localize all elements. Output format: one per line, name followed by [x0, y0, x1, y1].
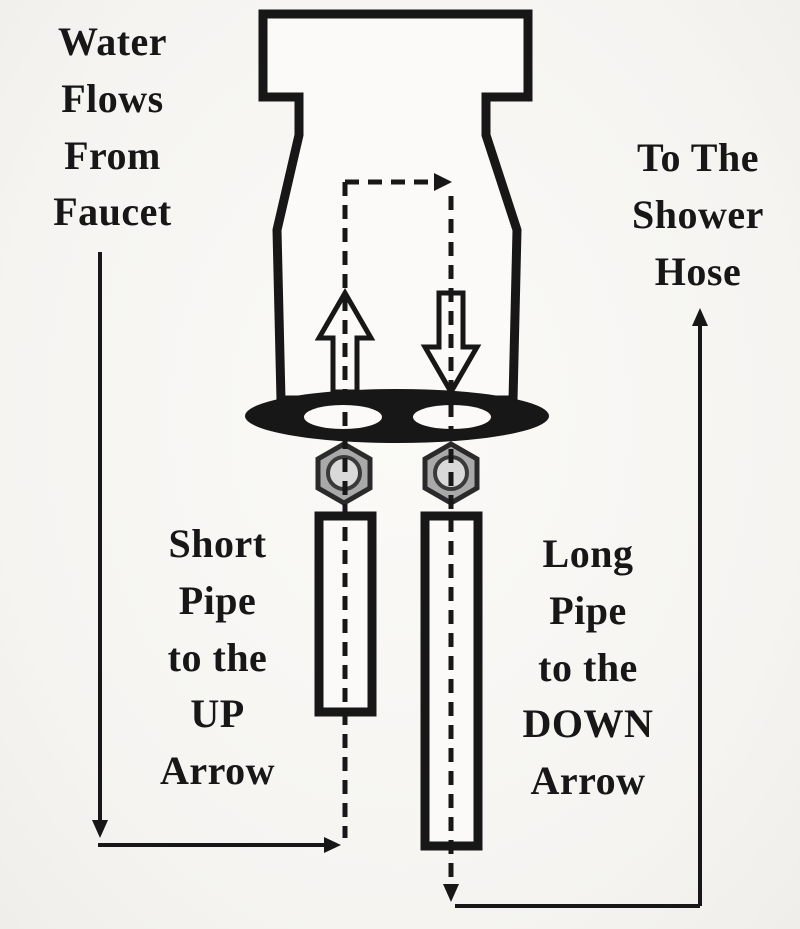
- down-flow-arrowhead-icon: [443, 884, 459, 902]
- faucet-inlet-arrowhead-down-icon: [92, 820, 108, 838]
- top-flow-arrowhead-icon: [434, 173, 452, 191]
- outlet-flange: [245, 389, 549, 443]
- short-pipe: [314, 511, 377, 717]
- left-hex-nut: [315, 441, 373, 506]
- label-to-the-shower-hose: To The Shower Hose: [632, 135, 764, 294]
- shower-hose-arrowhead-up-icon: [692, 308, 708, 326]
- label-long-pipe-down-arrow: Long Pipe to the DOWN Arrow: [522, 531, 654, 804]
- label-short-pipe-up-arrow: Short Pipe to the UP Arrow: [159, 521, 276, 794]
- faucet-body: [258, 9, 533, 405]
- faucet-inlet-arrowhead-right-icon: [324, 837, 341, 853]
- label-water-flows-from-faucet: Water Flows From Faucet: [53, 19, 172, 235]
